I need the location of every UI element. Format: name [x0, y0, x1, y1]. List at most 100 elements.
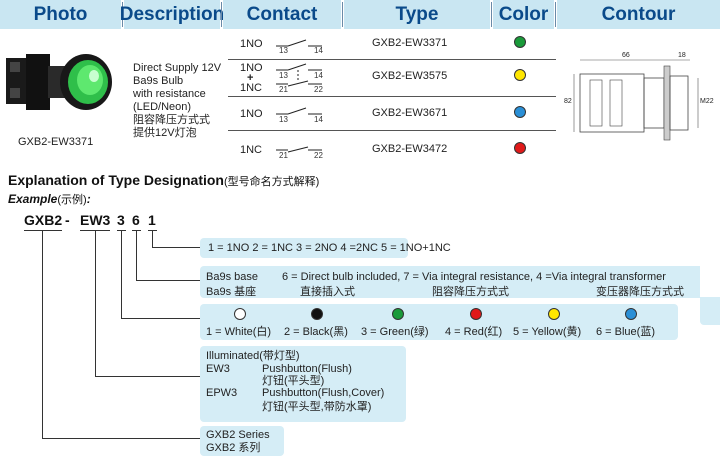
bulb-option-cn: 变压器降压方式式 [596, 286, 684, 298]
no-switch-icon [276, 107, 322, 115]
connector-line [136, 280, 200, 281]
style-desc-ew3-cn: 灯钮(平头型) [262, 375, 325, 387]
description-line: Direct Supply 12V [133, 62, 222, 74]
style-code-ew3: EW3 [206, 363, 230, 375]
connector-line [42, 438, 200, 439]
color-swatch-blue [625, 308, 637, 320]
header-divider [221, 2, 222, 27]
color-swatch-red [470, 308, 482, 320]
dimension-label: 18 [678, 52, 686, 59]
color-code-label: 5 = Yellow(黄) [513, 326, 582, 338]
color-dot [514, 69, 526, 81]
terminal-label: 13 [279, 46, 288, 55]
button-style-box: Illuminated(带灯型) EW3 Pushbutton(Flush) 灯… [200, 346, 406, 422]
terminal-label: 13 [279, 115, 288, 124]
bulb-option-cn: 直接插入式 [300, 286, 355, 298]
illuminated-label: Illuminated(带灯型) [206, 350, 300, 362]
header-description: Description [120, 0, 224, 29]
header-divider [491, 2, 492, 27]
style-desc-epw3-cn: 灯钮(平头型,带防水罩) [262, 401, 372, 413]
contour-drawing [573, 59, 699, 141]
no-nc-switch-icon [276, 63, 322, 87]
dimension-label: 66 [622, 52, 630, 59]
connector-line [152, 247, 200, 248]
header-photo: Photo [0, 0, 121, 29]
color-code-label: 4 = Red(红) [445, 326, 503, 338]
description-line: (LED/Neon) [133, 101, 192, 113]
color-code-label: 2 = Black(黑) [284, 326, 348, 338]
terminal-label: 13 [279, 71, 288, 80]
connector-line [95, 231, 96, 377]
type-code: GXB2-EW3472 [372, 143, 448, 155]
color-dot [514, 106, 526, 118]
contact-plus: + [247, 72, 254, 84]
ba9s-base-label-cn: Ba9s 基座 [206, 286, 257, 298]
pushbutton-photo [6, 54, 112, 110]
bulb-type-box: Ba9s base Ba9s 基座 6 = Direct bulb includ… [200, 266, 700, 298]
color-swatch-black [311, 308, 323, 320]
dimension-label: 82 [564, 98, 572, 105]
terminal-label: 22 [314, 151, 323, 160]
code-part-contact: 1 [148, 212, 156, 228]
explanation-title-en: Explanation of Type Designation [8, 172, 224, 188]
row-divider [228, 96, 556, 97]
description-line: with resistance [133, 88, 206, 100]
terminal-label: 14 [314, 71, 323, 80]
color-dot [514, 142, 526, 154]
connector-line [121, 318, 200, 319]
code-underline [24, 230, 62, 231]
color-swatch-yellow [548, 308, 560, 320]
header-contact: Contact [223, 0, 341, 29]
row-divider [228, 130, 556, 131]
dimension-label: M22 [700, 98, 714, 105]
header-contour: Contour [557, 0, 720, 29]
example-label-en: Example [8, 192, 58, 206]
header-color: Color [493, 0, 554, 29]
row-divider [228, 59, 556, 60]
code-underline [117, 230, 126, 231]
header-divider [342, 2, 343, 27]
terminal-label: 22 [314, 85, 323, 94]
type-code: GXB2-EW3575 [372, 70, 448, 82]
no-switch-icon [276, 39, 322, 47]
color-code-label: 6 = Blue(蓝) [596, 326, 655, 338]
connector-line [95, 376, 200, 377]
connector-line [121, 231, 122, 319]
color-swatch-green [392, 308, 404, 320]
ba9s-base-label: Ba9s base [206, 271, 258, 283]
terminal-label: 21 [279, 151, 288, 160]
connector-line [136, 231, 137, 281]
style-desc-ew3: Pushbutton(Flush) [262, 363, 352, 375]
series-label: GXB2 Series [206, 429, 270, 441]
color-code-label: 1 = White(白) [206, 326, 272, 338]
explanation-title: Explanation of Type Designation(型号命名方式解释… [8, 172, 319, 189]
header-divider [122, 2, 123, 27]
style-code-epw3: EPW3 [206, 387, 238, 399]
contact-codes-text: 1 = 1NO 2 = 1NC 3 = 2NO 4 =2NC 5 = 1NO+1… [208, 242, 451, 254]
contact-label: 1NO [240, 38, 263, 50]
bulb-type-box-tail [700, 297, 720, 325]
terminal-label: 14 [314, 46, 323, 55]
type-code: GXB2-EW3371 [372, 37, 448, 49]
terminal-label: 14 [314, 115, 323, 124]
style-desc-epw3: Pushbutton(Flush,Cover) [262, 387, 385, 399]
example-colon: : [86, 192, 91, 206]
code-part-series: GXB2 [24, 212, 63, 228]
color-codes-box: 1 = White(白) 2 = Black(黑) 3 = Green(绿) 4… [200, 304, 678, 340]
photo-caption: GXB2-EW3371 [18, 136, 94, 148]
contact-label: 1NC [240, 82, 263, 94]
color-swatch-white [234, 308, 246, 320]
code-underline [132, 230, 141, 231]
description-line: Ba9s Bulb [133, 75, 184, 87]
bulb-options-text: 6 = Direct bulb included, 7 = Via integr… [282, 271, 666, 283]
header-type: Type [344, 0, 490, 29]
series-box: GXB2 Series GXB2 系列 [200, 426, 284, 456]
contact-label: 1NO [240, 108, 263, 120]
type-code: GXB2-EW3671 [372, 107, 448, 119]
contact-label: 1NO [240, 62, 263, 74]
explanation-title-cn: (型号命名方式解释) [223, 176, 320, 188]
description-line: 提供12V灯泡 [133, 127, 197, 139]
terminal-label: 21 [279, 85, 288, 94]
code-underline [148, 230, 157, 231]
code-part-color: 3 [117, 212, 125, 228]
